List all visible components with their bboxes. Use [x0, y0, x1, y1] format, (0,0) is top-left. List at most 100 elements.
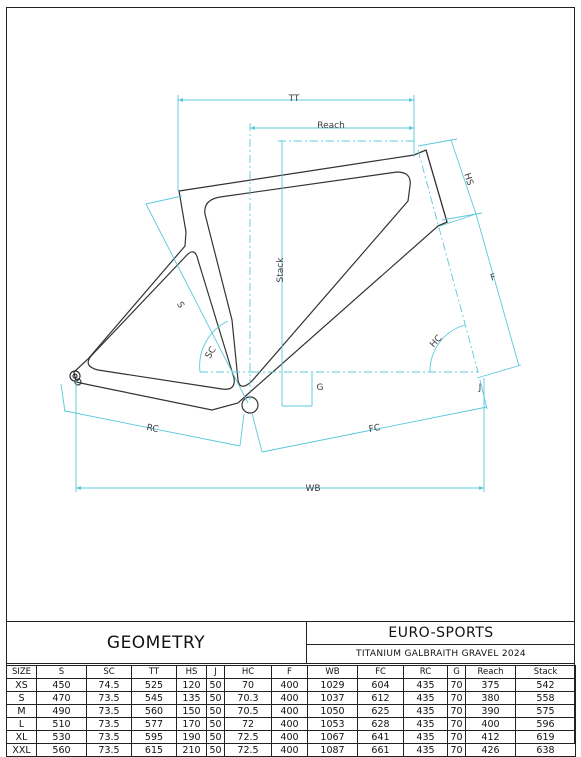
table-cell: 641 [357, 730, 404, 744]
table-cell: 435 [403, 691, 448, 705]
table-cell: 1029 [307, 678, 358, 692]
table-cell: 72.5 [224, 743, 272, 757]
table-cell: 70 [224, 678, 272, 692]
table-cell: 400 [271, 743, 308, 757]
table-cell: 435 [403, 730, 448, 744]
geometry-heading: GEOMETRY [6, 622, 307, 664]
table-cell: 596 [515, 717, 576, 731]
table-cell: 612 [357, 691, 404, 705]
table-cell: 628 [357, 717, 404, 731]
table-cell: 72.5 [224, 730, 272, 744]
dimension-lines [60, 95, 522, 492]
title-block: GEOMETRY EURO-SPORTS TITANIUM GALBRAITH … [6, 622, 576, 757]
label-tt: TT [288, 94, 300, 104]
table-cell: 400 [271, 730, 308, 744]
table-cell: 1050 [307, 704, 358, 718]
brand-name: EURO-SPORTS [307, 622, 575, 645]
table-cell: 70 [447, 717, 466, 731]
table-cell: 70.3 [224, 691, 272, 705]
table-cell: 542 [515, 678, 576, 692]
table-cell: 450 [36, 678, 87, 692]
table-cell: 135 [176, 691, 207, 705]
table-cell: 412 [465, 730, 516, 744]
header-s: S [36, 665, 87, 679]
dimension-arrows [76, 98, 484, 490]
table-cell: 510 [36, 717, 87, 731]
table-cell: 545 [131, 691, 177, 705]
header-wb: WB [307, 665, 358, 679]
table-cell: 560 [131, 704, 177, 718]
table-cell: 625 [357, 704, 404, 718]
table-cell: 558 [515, 691, 576, 705]
table-cell: 400 [271, 717, 308, 731]
table-cell: 390 [465, 704, 516, 718]
label-rc: RC [145, 423, 159, 435]
table-cell: 638 [515, 743, 576, 757]
label-hc: HC [428, 333, 444, 349]
table-cell: S [6, 691, 37, 705]
rear-dropout-inner [72, 373, 78, 379]
dimension-labels: TT Reach HS F HC Stack S SC G J RC FC WB [145, 94, 497, 494]
table-cell: 50 [206, 743, 225, 757]
table-cell: 426 [465, 743, 516, 757]
table-cell: 50 [206, 717, 225, 731]
table-cell: 70 [447, 678, 466, 692]
header-rc: RC [403, 665, 448, 679]
table-cell: 435 [403, 704, 448, 718]
table-cell: 1053 [307, 717, 358, 731]
table-cell: 619 [515, 730, 576, 744]
table-cell: XXL [6, 743, 37, 757]
table-cell: 435 [403, 743, 448, 757]
frame-geometry-diagram: TT Reach HS F HC Stack S SC G J RC FC WB [6, 94, 575, 622]
table-cell: L [6, 717, 37, 731]
header-hs: HS [176, 665, 207, 679]
table-cell: 70 [447, 704, 466, 718]
header-sc: SC [86, 665, 132, 679]
table-cell: 73.5 [86, 704, 132, 718]
table-cell: 1067 [307, 730, 358, 744]
table-cell: 615 [131, 743, 177, 757]
table-cell: 70 [447, 743, 466, 757]
header-size: SIZE [6, 665, 37, 679]
label-j: J [478, 383, 482, 393]
table-cell: 490 [36, 704, 87, 718]
table-cell: 400 [465, 717, 516, 731]
table-cell: 1037 [307, 691, 358, 705]
table-cell: 380 [465, 691, 516, 705]
table-cell: 70 [447, 691, 466, 705]
label-g: G [317, 383, 324, 393]
label-reach: Reach [317, 121, 345, 131]
label-stack: Stack [276, 257, 286, 283]
table-cell: 604 [357, 678, 404, 692]
table-cell: 435 [403, 717, 448, 731]
label-wb: WB [305, 484, 320, 494]
head-tube [413, 149, 448, 227]
model-name: TITANIUM GALBRAITH GRAVEL 2024 [307, 645, 575, 664]
header-stack: Stack [515, 665, 576, 679]
table-cell: 72 [224, 717, 272, 731]
table-cell: 190 [176, 730, 207, 744]
table-cell: 70.5 [224, 704, 272, 718]
label-sc: SC [204, 345, 219, 360]
table-cell: 120 [176, 678, 207, 692]
table-cell: 70 [447, 730, 466, 744]
table-cell: 73.5 [86, 717, 132, 731]
table-cell: 577 [131, 717, 177, 731]
table-cell: 575 [515, 704, 576, 718]
table-cell: 150 [176, 704, 207, 718]
table-cell: 375 [465, 678, 516, 692]
table-cell: 595 [131, 730, 177, 744]
table-cell: 435 [403, 678, 448, 692]
header-hc: HC [224, 665, 272, 679]
geometry-table: SIZE S SC TT HS J HC F WB FC RC G Reach … [6, 665, 576, 757]
rear-triangle-cutout [87, 251, 235, 390]
table-cell: 50 [206, 678, 225, 692]
header-tt: TT [131, 665, 177, 679]
table-cell: 470 [36, 691, 87, 705]
table-cell: 73.5 [86, 743, 132, 757]
table-cell: 400 [271, 704, 308, 718]
